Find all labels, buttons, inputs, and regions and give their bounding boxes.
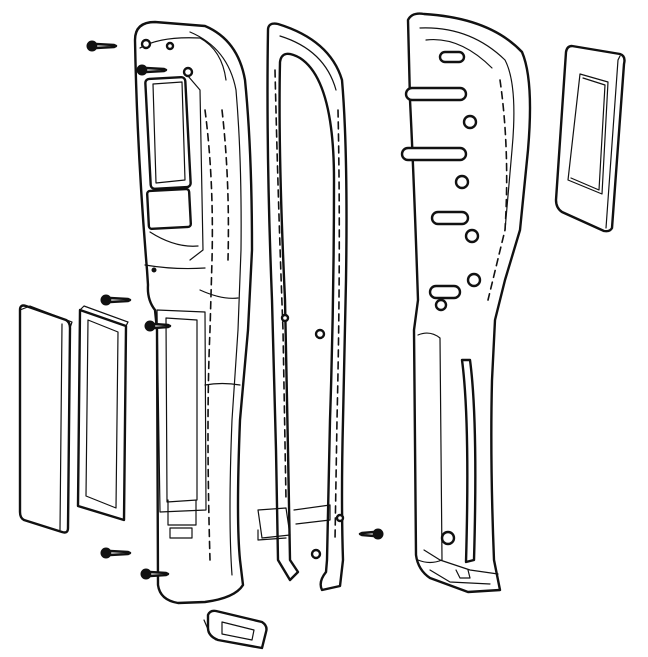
battery-pack	[18, 304, 73, 534]
screw-5	[100, 547, 132, 559]
rear-housing	[400, 12, 532, 594]
bottom-cap	[203, 609, 268, 650]
screw-1	[86, 40, 118, 52]
screw-4	[144, 320, 172, 332]
screw-6	[140, 568, 170, 580]
screw-3	[100, 294, 132, 306]
screw-7	[358, 528, 384, 540]
gasket-frame	[257, 22, 348, 592]
screw-2	[136, 64, 168, 76]
battery-frame	[76, 305, 129, 522]
screen-lens	[554, 44, 626, 233]
front-housing	[133, 20, 254, 605]
